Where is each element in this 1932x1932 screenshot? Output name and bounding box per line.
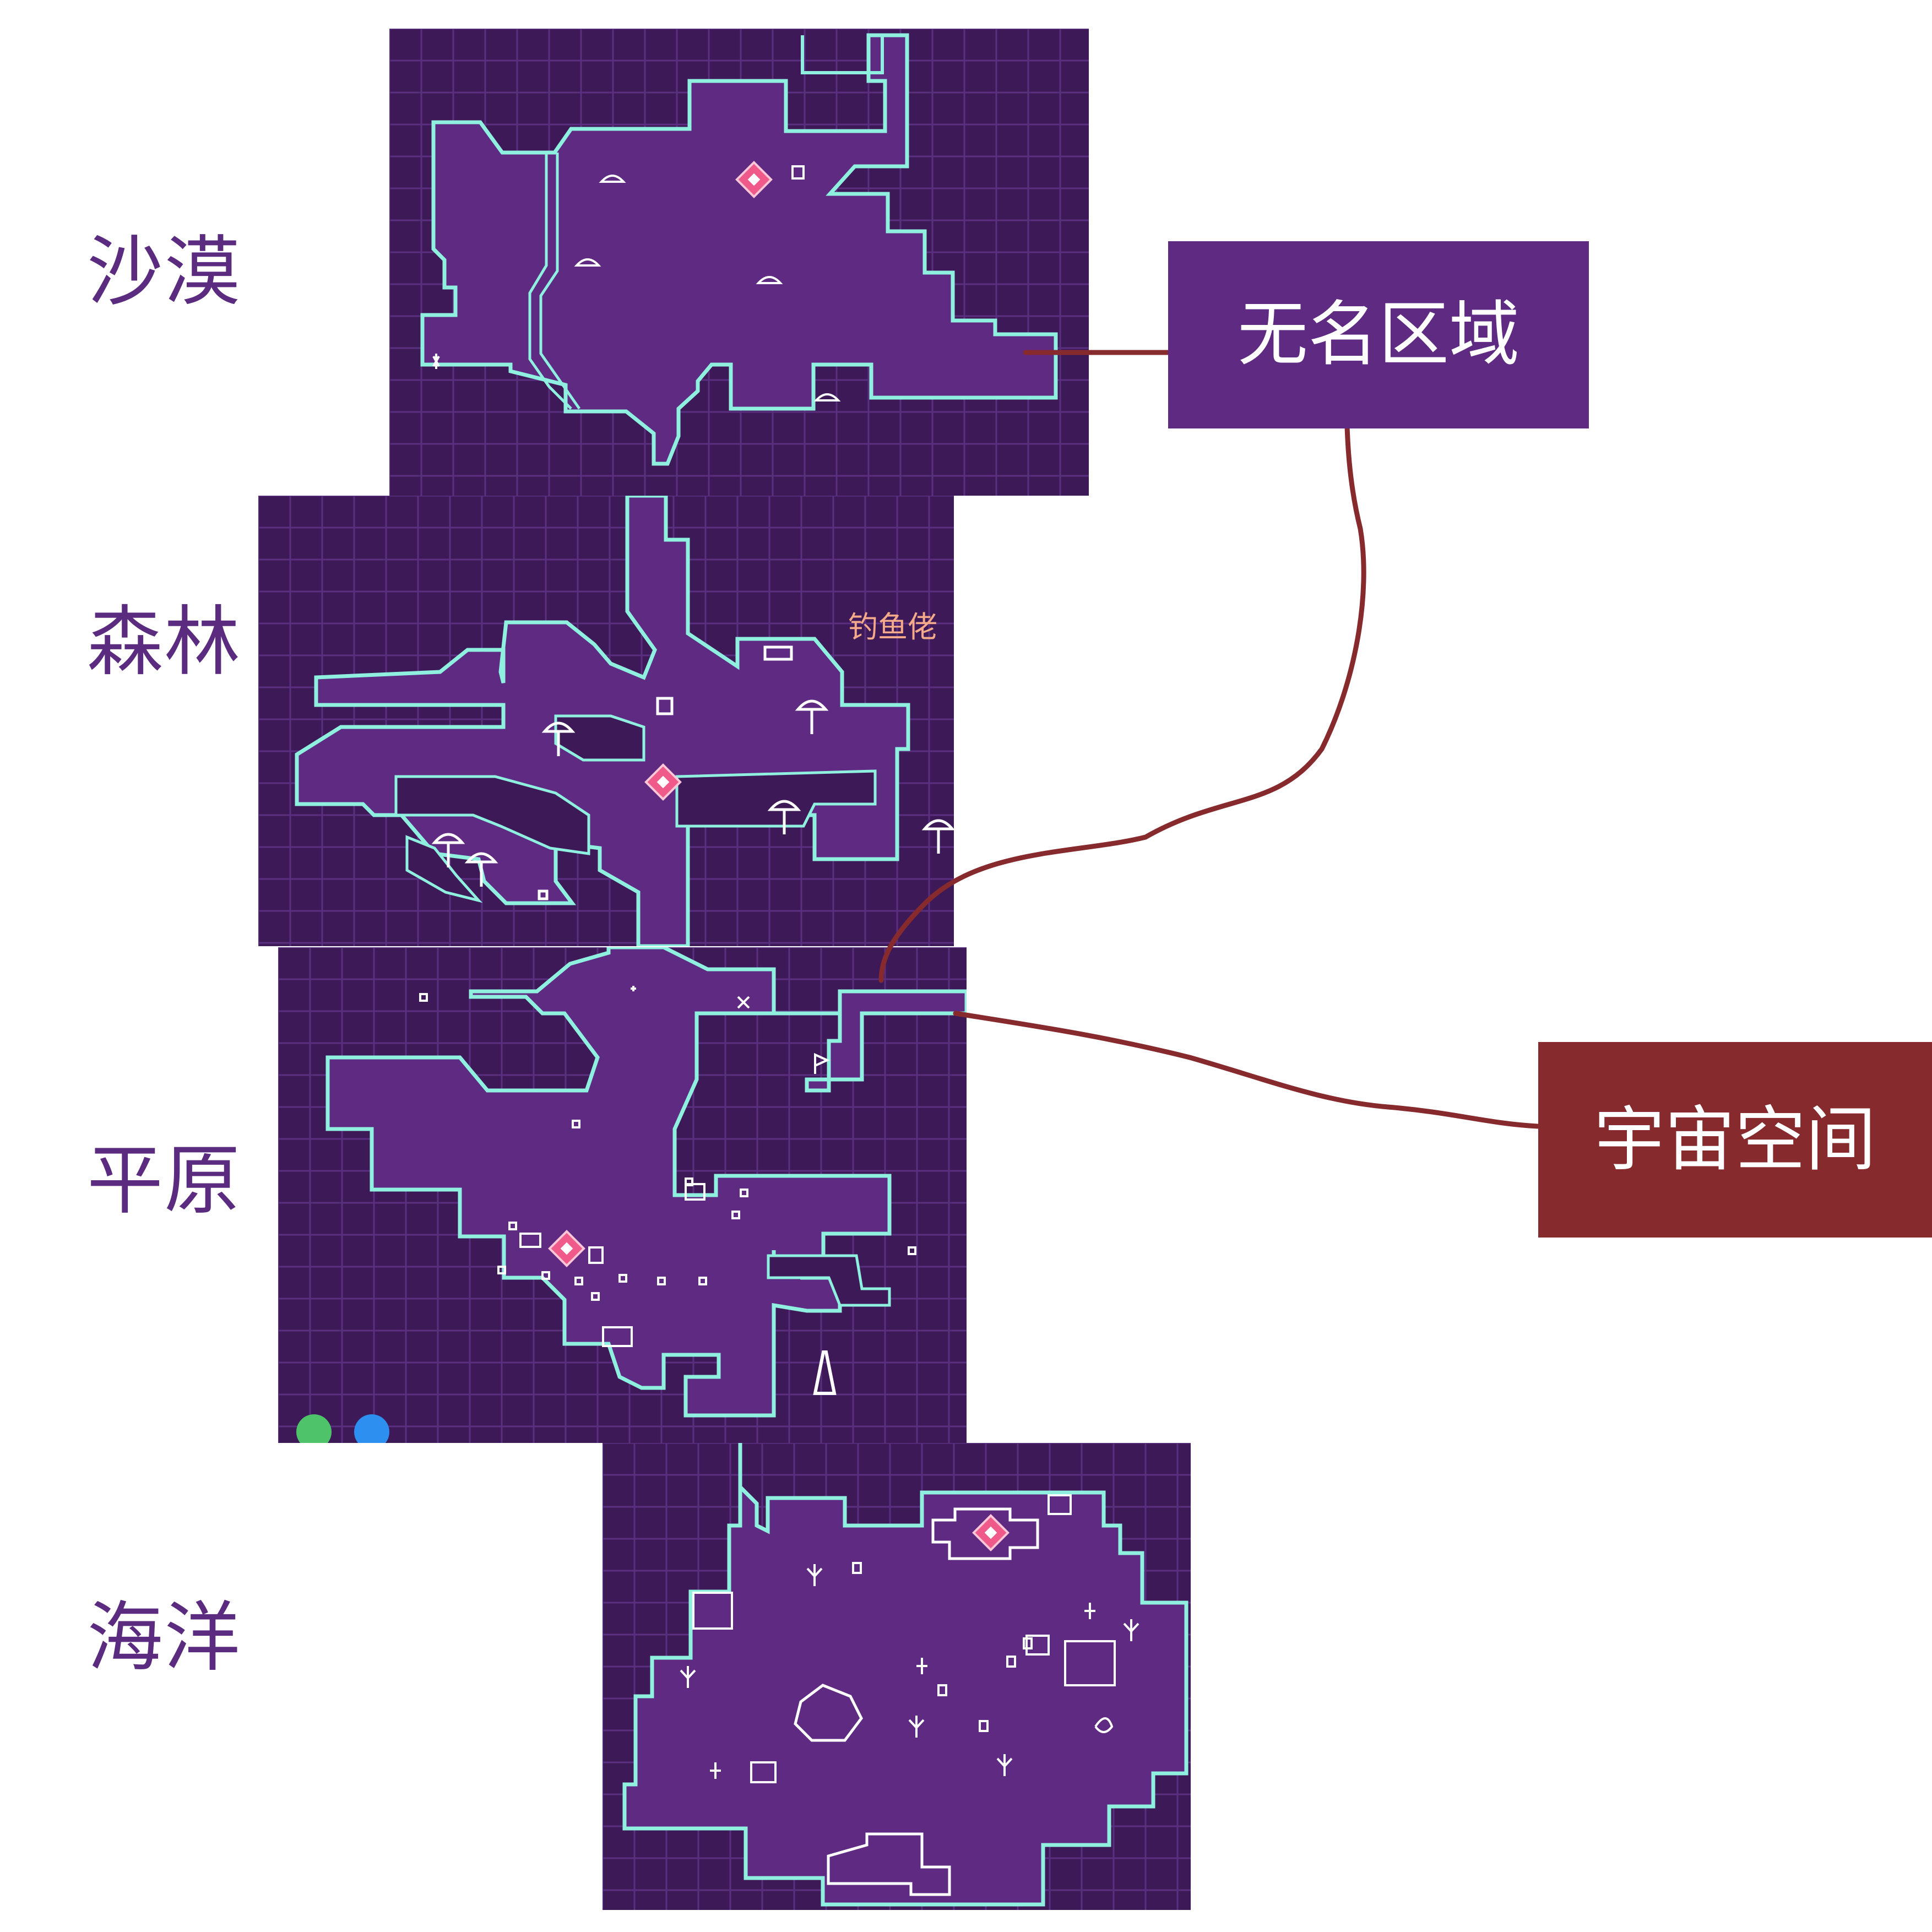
small-block-icon	[591, 1292, 600, 1301]
small-block-icon	[497, 1266, 506, 1274]
crossed-tools-icon	[737, 996, 750, 1009]
small-block-icon	[908, 1246, 916, 1255]
anchor-icon	[710, 1762, 721, 1779]
plains-icons	[419, 986, 916, 1347]
anchor-icon	[916, 1658, 927, 1674]
fish-icon	[1094, 1717, 1114, 1733]
small-block-icon	[937, 1684, 947, 1696]
ocean-icons	[680, 1494, 1139, 1783]
chest-icon	[791, 165, 805, 180]
callout-unnamed-area-text: 无名区域	[1237, 294, 1519, 376]
coral-icon	[806, 1564, 823, 1586]
small-block-icon	[698, 1277, 707, 1285]
callout-outer-space-text: 宇宙空间	[1594, 1098, 1876, 1181]
chest-icon	[588, 1246, 604, 1264]
cave-arch-icon	[756, 276, 783, 284]
lighthouse-icon	[813, 1350, 837, 1395]
small-block-icon	[685, 1183, 705, 1201]
desert-map-svg	[389, 29, 1089, 496]
coral-icon	[1123, 1619, 1139, 1641]
flag-icon	[814, 1052, 830, 1074]
region-label-plains: 平原	[87, 1136, 242, 1225]
map-section-desert	[389, 29, 1089, 496]
cave-arch-icon	[599, 175, 626, 183]
ocean-shipwreck	[827, 1832, 951, 1896]
plains-map-svg	[278, 947, 967, 1443]
outer-space-link-line	[953, 1011, 1540, 1129]
coral-icon	[996, 1754, 1013, 1776]
forest-inner-room-a	[554, 714, 645, 762]
small-block-icon	[740, 1188, 748, 1197]
callout-unnamed-area: 无名区域	[1168, 241, 1589, 428]
small-block-icon	[519, 1233, 541, 1248]
small-block-icon	[508, 1222, 517, 1230]
block-icon	[1064, 1640, 1116, 1686]
sign-icon	[763, 645, 793, 661]
desert-icons	[432, 165, 841, 401]
small-block-icon	[419, 993, 428, 1002]
green-player-icon	[296, 1414, 332, 1443]
ocean-map-svg	[603, 1443, 1191, 1910]
small-block-icon	[657, 1277, 666, 1285]
ocean-shrine	[931, 1507, 1039, 1560]
map-section-ocean	[603, 1443, 1191, 1910]
mushroom-icon	[541, 721, 576, 756]
npc-label-fisherman: 钓鱼佬	[848, 610, 937, 644]
shell-icon	[750, 1761, 777, 1783]
small-block-icon	[685, 1177, 693, 1186]
desert-inner-wall	[528, 153, 572, 410]
ocean-walkable-area	[622, 1443, 1188, 1907]
player-avatars	[296, 1414, 389, 1443]
mushroom-icon	[795, 699, 829, 734]
small-block-icon	[541, 1271, 550, 1280]
region-label-ocean: 海洋	[87, 1593, 242, 1682]
small-block-icon	[1006, 1656, 1016, 1668]
desert-north-passage	[801, 35, 884, 74]
callout-outer-space: 宇宙空间	[1538, 1042, 1932, 1238]
chest-icon	[656, 697, 674, 715]
small-block-icon	[602, 1326, 633, 1347]
anchor-icon	[1084, 1603, 1095, 1619]
block-icon	[692, 1592, 733, 1630]
coral-icon	[908, 1716, 925, 1738]
small-block-icon	[538, 889, 549, 900]
small-block-icon	[572, 1120, 580, 1128]
cave-arch-icon	[813, 393, 841, 401]
small-block-icon	[731, 1211, 740, 1219]
small-block-icon	[979, 1720, 989, 1732]
waypoint-diamond-icon	[548, 1230, 585, 1267]
blue-player-icon	[354, 1414, 389, 1443]
waypoint-diamond-icon	[735, 161, 773, 198]
sparkle-icon	[631, 986, 636, 991]
waypoint-diamond-icon	[972, 1514, 1010, 1551]
small-block-icon	[618, 1274, 627, 1283]
region-label-desert: 沙漠	[87, 227, 242, 316]
small-block-icon	[852, 1562, 862, 1574]
waypoint-diamond-icon	[644, 763, 682, 801]
plains-inner-loop	[767, 1254, 891, 1307]
forest-map-svg	[258, 496, 954, 946]
ocean-rock	[794, 1684, 863, 1742]
map-section-plains	[278, 947, 967, 1443]
forest-inner-room-d	[405, 835, 483, 903]
small-block-icon	[1023, 1637, 1033, 1649]
region-label-forest: 森林	[87, 598, 242, 686]
desert-inner-wall-2	[539, 153, 581, 410]
shell-icon	[1025, 1635, 1050, 1656]
block-icon	[1048, 1494, 1072, 1515]
small-block-icon	[574, 1277, 583, 1285]
bug-icon	[432, 354, 440, 369]
forest-inner-room-c	[394, 775, 590, 855]
mushroom-icon	[431, 833, 465, 867]
forest-inner-room-b	[675, 769, 877, 828]
map-section-forest	[258, 496, 954, 946]
coral-icon	[680, 1666, 696, 1688]
cave-arch-icon	[574, 258, 601, 267]
mushroom-icon	[767, 800, 801, 834]
mushroom-icon	[464, 852, 498, 887]
